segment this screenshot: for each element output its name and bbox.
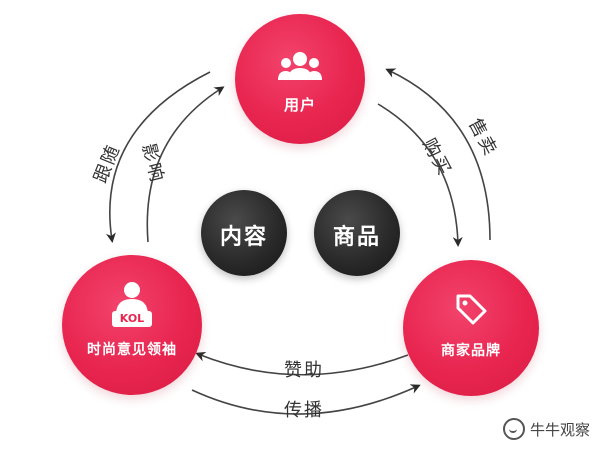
- arrow-influence: [146, 86, 225, 243]
- node-kol: KOL 时尚意见领袖: [62, 255, 202, 395]
- arrow-spread: [191, 384, 421, 415]
- kol-label: 时尚意见领袖: [87, 342, 177, 358]
- node-product: 商品: [314, 190, 400, 276]
- kol-badge-text: KOL: [119, 312, 145, 325]
- content-label: 内容: [219, 225, 268, 250]
- watermark-text: 牛牛观察: [529, 420, 590, 439]
- sponsor-text: 赞助: [284, 360, 324, 381]
- watermark: 牛牛观察: [502, 418, 590, 440]
- brand-label: 商家品牌: [441, 343, 501, 359]
- arrow-sell: [385, 68, 491, 241]
- kol-person-icon: [116, 282, 148, 315]
- arrow-follow: [105, 71, 211, 243]
- kol-badge: KOL: [112, 311, 152, 327]
- user-label: 用户: [283, 96, 316, 114]
- spread-text: 传播: [284, 400, 324, 421]
- wechat-icon: [502, 418, 525, 440]
- node-content: 内容: [201, 190, 287, 276]
- arrow-buy: [377, 103, 463, 247]
- node-brand: 商家品牌: [403, 260, 539, 396]
- product-label: 商品: [332, 225, 381, 250]
- node-user: 用户: [235, 14, 365, 144]
- users-icon: [278, 52, 322, 80]
- arrow-sponsor: [195, 351, 409, 376]
- price-tag-icon: [456, 294, 487, 325]
